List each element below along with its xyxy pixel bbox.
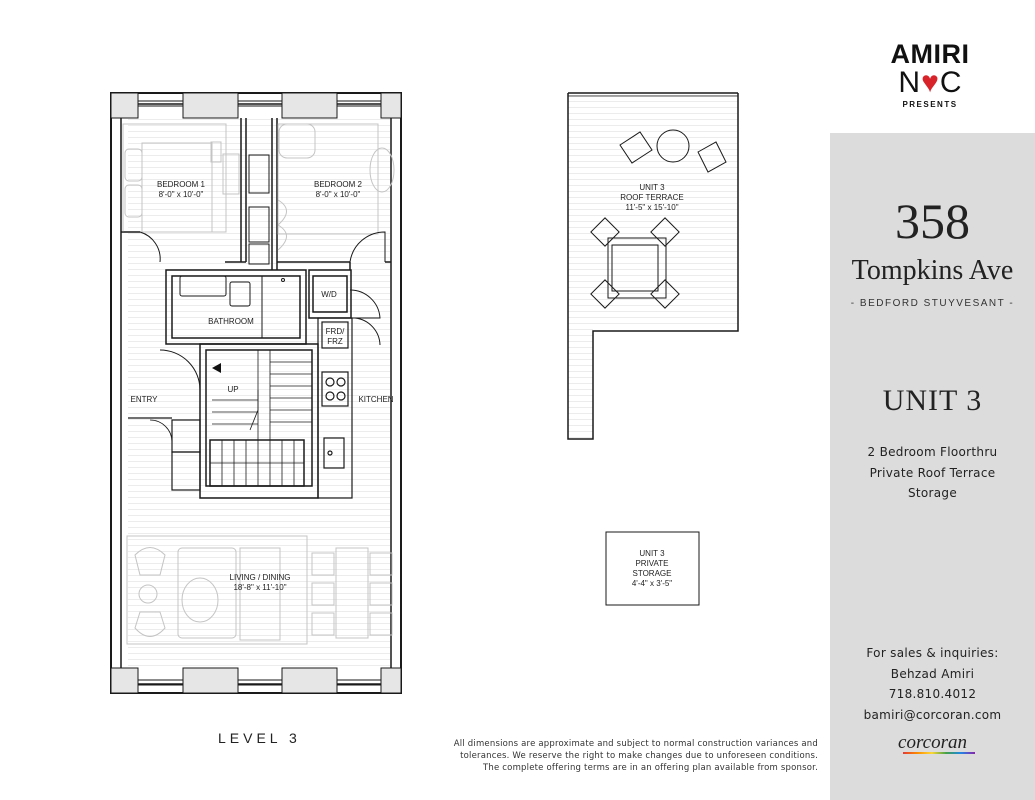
bedroom-2-dims: 8'-0" x 10'-0" bbox=[316, 190, 361, 199]
brand-letter-n: N bbox=[898, 66, 921, 99]
terrace-name-label: ROOF TERRACE bbox=[620, 193, 683, 202]
disclaimer-line: tolerances. We reserve the right to make… bbox=[460, 751, 818, 761]
bedroom-1-dims: 8'-0" x 10'-0" bbox=[159, 190, 204, 199]
corcoran-logo: corcoran bbox=[898, 732, 967, 753]
stair-up-arrow bbox=[212, 363, 221, 373]
feature-item: 2 Bedroom Floorthru bbox=[867, 445, 998, 459]
wd-label: W/D bbox=[321, 290, 337, 299]
info-sidebar bbox=[830, 133, 1035, 800]
amiri-nyc-logo: AMIRI N ♥ C PRESENTS bbox=[880, 40, 980, 109]
contact-heading: For sales & inquiries: bbox=[866, 646, 999, 660]
fridge-label: FRD/ bbox=[326, 327, 345, 336]
level-label: LEVEL 3 bbox=[218, 730, 301, 746]
storage-dims: 4'-4" x 3'-5" bbox=[632, 579, 672, 588]
unit-title: UNIT 3 bbox=[882, 384, 983, 417]
terrace-unit-label: UNIT 3 bbox=[639, 183, 665, 192]
entry-closet bbox=[128, 417, 201, 491]
terrace-dims: 11'-5" x 15'-10" bbox=[625, 203, 678, 212]
storage-name-label: STORAGE bbox=[633, 569, 672, 578]
exterior-walls bbox=[110, 92, 402, 694]
roof-terrace-plan: UNIT 3 ROOF TERRACE 11'-5" x 15'-10" bbox=[567, 92, 739, 440]
top-windows bbox=[110, 92, 402, 119]
bathroom-label: BATHROOM bbox=[208, 317, 254, 326]
bedroom-2-label: BEDROOM 2 bbox=[314, 180, 363, 189]
brand-name: AMIRI bbox=[890, 39, 970, 69]
entry-label: ENTRY bbox=[131, 395, 159, 404]
bottom-windows bbox=[110, 667, 402, 694]
disclaimer-line: All dimensions are approximate and subje… bbox=[453, 739, 818, 749]
contact-block: For sales & inquiries: Behzad Amiri 718.… bbox=[830, 643, 1035, 725]
contact-name: Behzad Amiri bbox=[890, 666, 975, 681]
feature-item: Private Roof Terrace bbox=[869, 465, 996, 480]
living-dining-dims: 18'-8" x 11'-10" bbox=[233, 583, 286, 592]
bedroom-1-label: BEDROOM 1 bbox=[157, 180, 206, 189]
address-street: Tompkins Ave bbox=[851, 255, 1014, 286]
living-dining-label: LIVING / DINING bbox=[230, 573, 291, 582]
storage-plan: UNIT 3 PRIVATE STORAGE 4'-4" x 3'-5" bbox=[605, 531, 700, 606]
stair-treads bbox=[210, 350, 312, 486]
brand-presents: PRESENTS bbox=[902, 100, 958, 109]
corcoran-logo-bar bbox=[903, 752, 975, 754]
bedroom-2-furniture bbox=[248, 123, 395, 265]
storage-unit-label: UNIT 3 bbox=[639, 549, 665, 558]
apartment-plan: BEDROOM 1 8'-0" x 10'-0" BEDROOM 2 8'-0"… bbox=[110, 92, 402, 694]
contact-phone[interactable]: 718.810.4012 bbox=[888, 687, 977, 701]
feature-list: 2 Bedroom Floorthru Private Roof Terrace… bbox=[830, 442, 1035, 504]
bedroom-walls bbox=[121, 118, 391, 270]
disclaimer-line: The complete offering terms are in an of… bbox=[482, 763, 818, 773]
kitchen-label: KITCHEN bbox=[358, 395, 393, 404]
contact-email[interactable]: bamiri@corcoran.com bbox=[863, 707, 1002, 722]
freezer-label: FRZ bbox=[327, 337, 343, 346]
neighborhood: - BEDFORD STUYVESANT - bbox=[850, 298, 1015, 309]
kitchen-counter bbox=[317, 317, 353, 499]
bathroom-fixtures bbox=[179, 275, 285, 338]
living-furniture bbox=[126, 535, 393, 645]
stair-up-label: UP bbox=[227, 385, 238, 394]
terrace-furniture bbox=[590, 129, 727, 309]
brand-nyc: N ♥ C bbox=[880, 68, 980, 98]
feature-item: Storage bbox=[907, 486, 958, 500]
address-number: 358 bbox=[895, 193, 970, 249]
disclaimer: All dimensions are approximate and subje… bbox=[430, 738, 818, 774]
brand-letter-c: C bbox=[939, 66, 962, 99]
heart-icon: ♥ bbox=[921, 66, 939, 99]
storage-private-label: PRIVATE bbox=[635, 559, 668, 568]
bedroom-1-furniture bbox=[122, 123, 240, 233]
floor-plan: BEDROOM 1 8'-0" x 10'-0" BEDROOM 2 8'-0"… bbox=[110, 92, 739, 694]
